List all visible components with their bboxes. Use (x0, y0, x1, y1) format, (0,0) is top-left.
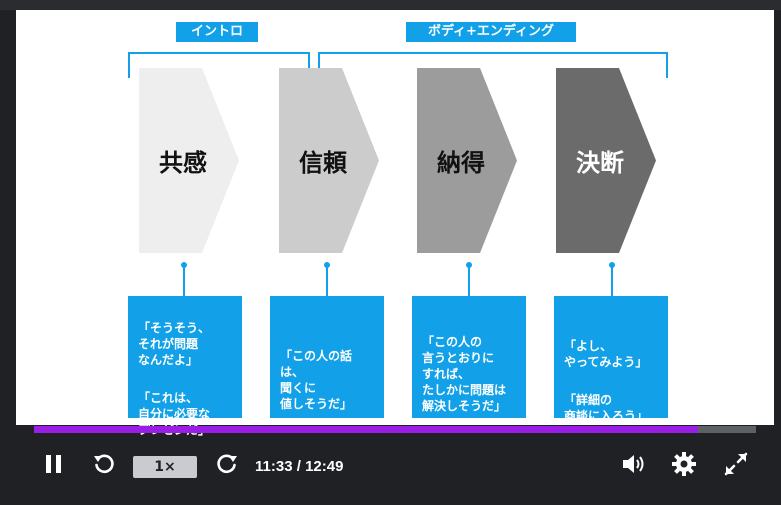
pause-icon (43, 453, 65, 479)
step-3-stem (468, 266, 470, 296)
step-2-dot (324, 262, 330, 268)
volume-icon (621, 452, 647, 480)
step-3-quote-box: 「この人の 言うとおりに すれば、 たしかに問題は 解決しそうだ」 (412, 296, 526, 418)
gear-icon (671, 451, 697, 481)
volume-button[interactable] (618, 450, 650, 482)
step-2-title: 信頼 (299, 149, 347, 177)
step-2-quote-box: 「この人の話は、 聞くに 値しそうだ」 (270, 296, 384, 418)
step-1-stem (183, 266, 185, 296)
step-1-dot (181, 262, 187, 268)
video-frame[interactable]: イントロ ボディ+エンディング 共感 信頼 納得 決断 「そうそう、 それが問題… (16, 10, 774, 437)
step-1-quote: 「そうそう、 それが問題 なんだよ」 (138, 321, 211, 367)
step-4-quote-box: 「よし、 やってみよう」 「詳細の 商談に入ろう」 (554, 296, 668, 423)
pause-button[interactable] (38, 450, 70, 482)
fullscreen-button[interactable] (720, 450, 752, 482)
current-time: 11:33 (255, 458, 293, 475)
step-3-dot (466, 262, 472, 268)
intro-label: イントロ (176, 22, 258, 42)
step-2-quote: 「この人の話は、 聞くに 値しそうだ」 (280, 349, 353, 411)
forward-icon (215, 452, 239, 480)
step-3-title: 納得 (437, 149, 485, 177)
body-bracket-left (318, 52, 320, 78)
time-separator: / (292, 458, 306, 475)
step-3-quote: 「この人の 言うとおりに すれば、 たしかに問題は 解決しそうだ」 (422, 335, 507, 413)
forward-button[interactable] (211, 450, 243, 482)
intro-bracket-left (128, 52, 130, 78)
intro-bracket-top (128, 52, 310, 54)
seek-bar-played (34, 426, 698, 433)
replay-button[interactable] (88, 450, 120, 482)
step-1-quote-box: 「そうそう、 それが問題 なんだよ」 「これは、 自分に必要な プレゼンだ」 (128, 296, 242, 437)
settings-button[interactable] (668, 450, 700, 482)
body-bracket-right (666, 52, 668, 78)
intro-bracket-right (308, 52, 310, 78)
body-bracket-top (318, 52, 668, 54)
body-label: ボディ+エンディング (406, 22, 576, 42)
step-1-title: 共感 (159, 149, 207, 177)
step-4-dot (609, 262, 615, 268)
step-4-quote-2: 「詳細の 商談に入ろう」 (564, 393, 649, 423)
fullscreen-icon (723, 451, 749, 481)
step-4-title: 決断 (576, 149, 624, 177)
player-top-edge (0, 0, 781, 10)
control-bar: 1× 11:33 / 12:49 (0, 440, 781, 505)
playback-speed-button[interactable]: 1× (133, 456, 197, 478)
duration: 12:49 (305, 458, 344, 475)
step-4-stem (611, 266, 613, 296)
step-4-quote: 「よし、 やってみよう」 (564, 339, 648, 369)
time-display: 11:33 / 12:49 (255, 455, 343, 479)
seek-bar[interactable] (34, 426, 756, 433)
step-2-stem (326, 266, 328, 296)
replay-icon (92, 452, 116, 480)
